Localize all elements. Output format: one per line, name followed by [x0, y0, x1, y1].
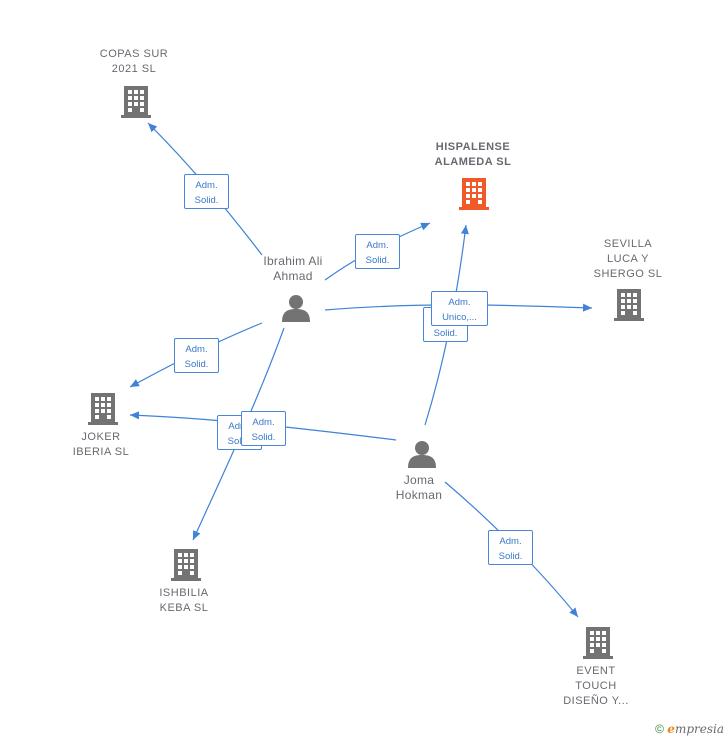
relation-badge[interactable]: Adm. Solid. — [174, 338, 219, 373]
building-icon-event[interactable] — [583, 627, 613, 659]
building-icon-ishbilia[interactable] — [171, 549, 201, 581]
building-icon-hispalense[interactable] — [459, 178, 489, 210]
relation-badge[interactable]: Adm. Solid. — [184, 174, 229, 209]
relation-badge[interactable]: Adm. Solid. — [355, 234, 400, 269]
relation-badge[interactable]: Adm. Solid. — [488, 530, 533, 565]
company-label-event[interactable]: EVENT TOUCH DISEÑO Y... — [563, 665, 629, 707]
relation-badge[interactable]: Adm. Unico,... — [431, 291, 488, 326]
building-icon-joker[interactable] — [88, 393, 118, 425]
copyright-icon: © — [655, 722, 664, 736]
person-icon-ibrahim[interactable] — [282, 295, 310, 322]
building-icon-sevilla[interactable] — [614, 289, 644, 321]
relation-badge[interactable]: Adm. Solid. — [241, 411, 286, 446]
company-label-joker[interactable]: JOKER IBERIA SL — [72, 431, 130, 458]
company-label-hispalense[interactable]: HISPALENSE ALAMEDA SL — [434, 141, 512, 168]
company-label-ishbilia[interactable]: ISHBILIA KEBA SL — [159, 587, 209, 614]
building-icon-copas[interactable] — [121, 86, 151, 118]
person-icon-joma[interactable] — [408, 441, 436, 468]
company-label-copas[interactable]: COPAS SUR 2021 SL — [99, 48, 169, 75]
company-label-sevilla[interactable]: SEVILLA LUCA Y SHERGO SL — [593, 238, 663, 280]
empresia-logo: © empresia — [655, 722, 724, 736]
person-label-joma[interactable]: Joma Hokman — [395, 473, 443, 502]
person-label-ibrahim[interactable]: Ibrahim Ali Ahmad — [263, 254, 323, 283]
